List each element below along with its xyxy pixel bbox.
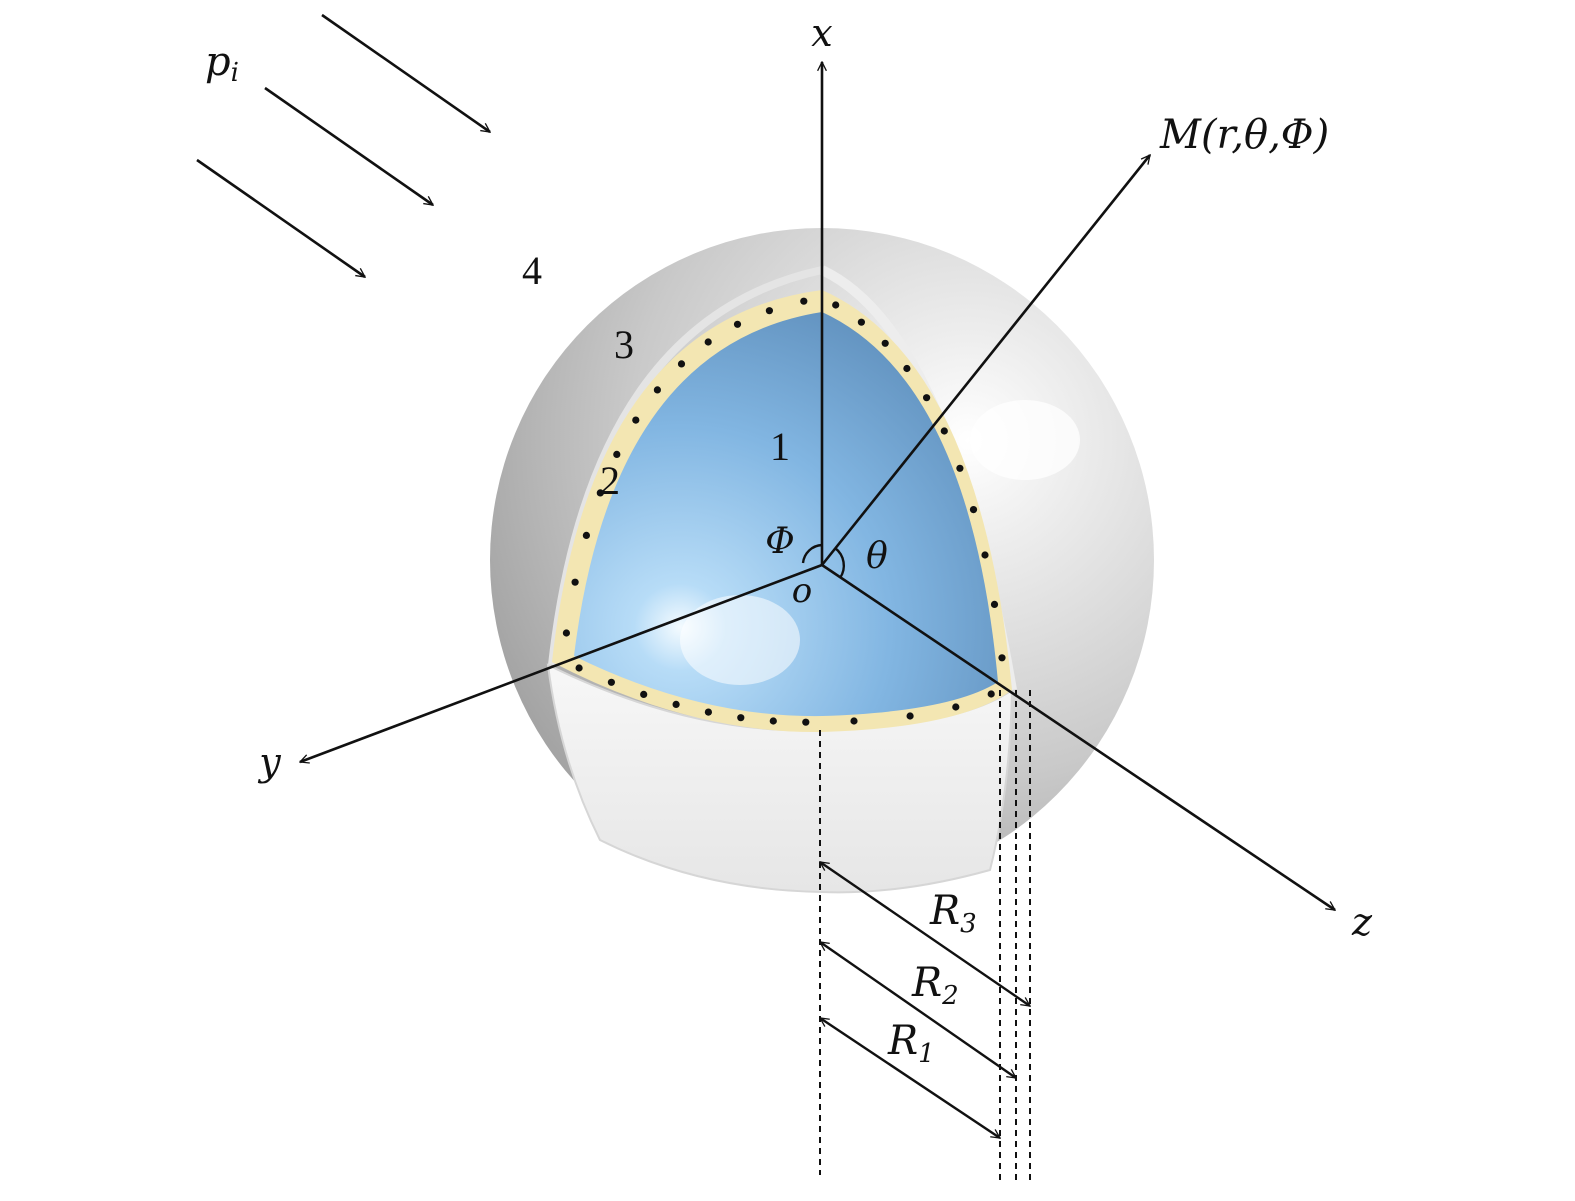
coating-dot bbox=[800, 297, 808, 305]
coating-dot bbox=[562, 629, 571, 637]
position-vector bbox=[820, 155, 1152, 566]
load-arrow-1 bbox=[321, 13, 490, 134]
coating-dot bbox=[987, 690, 995, 698]
z-axis-label: z bbox=[1351, 900, 1373, 944]
coating-dot bbox=[802, 718, 810, 726]
y-axis-label: y bbox=[257, 740, 281, 784]
region-2-label: 2 bbox=[600, 458, 620, 503]
coating-dot bbox=[990, 600, 999, 609]
coating-dot bbox=[765, 307, 774, 315]
coating-dot bbox=[613, 450, 621, 458]
coating-dot bbox=[857, 318, 866, 326]
phi-arc bbox=[801, 543, 823, 564]
coating-dot bbox=[704, 708, 713, 716]
load-arrow-2 bbox=[264, 86, 433, 207]
coating-dot bbox=[981, 551, 989, 559]
core-sphere bbox=[574, 312, 998, 717]
r2-label: R2 bbox=[911, 960, 959, 1011]
theta-arc bbox=[834, 547, 845, 579]
r1-dimension bbox=[820, 1017, 1000, 1139]
coating-dot bbox=[640, 690, 648, 699]
load-arrow-3 bbox=[196, 158, 365, 279]
phi-label: Φ bbox=[765, 521, 795, 562]
x-axis-label: x bbox=[811, 11, 832, 55]
z-axis bbox=[821, 563, 1335, 912]
coating-dot bbox=[881, 339, 889, 347]
coating-dot bbox=[607, 678, 616, 686]
coating-dot bbox=[582, 531, 591, 540]
coating-dot bbox=[832, 301, 840, 309]
coating-dot bbox=[969, 506, 978, 514]
coating-dot bbox=[952, 703, 960, 711]
coating-dot bbox=[769, 717, 777, 725]
region-1-label: 1 bbox=[770, 424, 790, 469]
shell-highlight bbox=[970, 400, 1080, 480]
r3-label: R3 bbox=[929, 888, 977, 939]
coating-dot bbox=[571, 578, 579, 586]
coating-dot bbox=[677, 360, 686, 368]
coating-dot bbox=[903, 364, 911, 373]
region-3-label: 3 bbox=[614, 322, 634, 367]
coating-dot bbox=[653, 386, 662, 394]
y-axis bbox=[300, 563, 823, 762]
coating-dots bbox=[562, 297, 1006, 726]
coating-dot bbox=[704, 338, 712, 346]
coating-dot bbox=[923, 394, 931, 402]
theta-label: θ bbox=[866, 536, 888, 577]
coating-dot bbox=[956, 464, 964, 472]
coating-dot bbox=[737, 714, 745, 722]
coating-dot bbox=[733, 320, 742, 328]
coating-dot bbox=[575, 664, 583, 672]
core-highlight bbox=[680, 595, 800, 685]
coating-dot bbox=[596, 489, 604, 497]
coating-dot bbox=[672, 700, 680, 709]
coating-dot bbox=[906, 712, 914, 720]
origin-label: o bbox=[792, 571, 812, 611]
load-label: pi bbox=[205, 39, 239, 88]
coating-dot bbox=[632, 416, 640, 424]
point-label: M(r,θ,Φ) bbox=[1159, 112, 1329, 158]
r1-label: R1 bbox=[887, 1018, 935, 1069]
load-arrows bbox=[196, 13, 490, 279]
coating-dot bbox=[850, 717, 858, 725]
coating-dot bbox=[940, 427, 948, 435]
coating-dot bbox=[998, 654, 1006, 662]
region-4-label: 4 bbox=[522, 248, 542, 293]
